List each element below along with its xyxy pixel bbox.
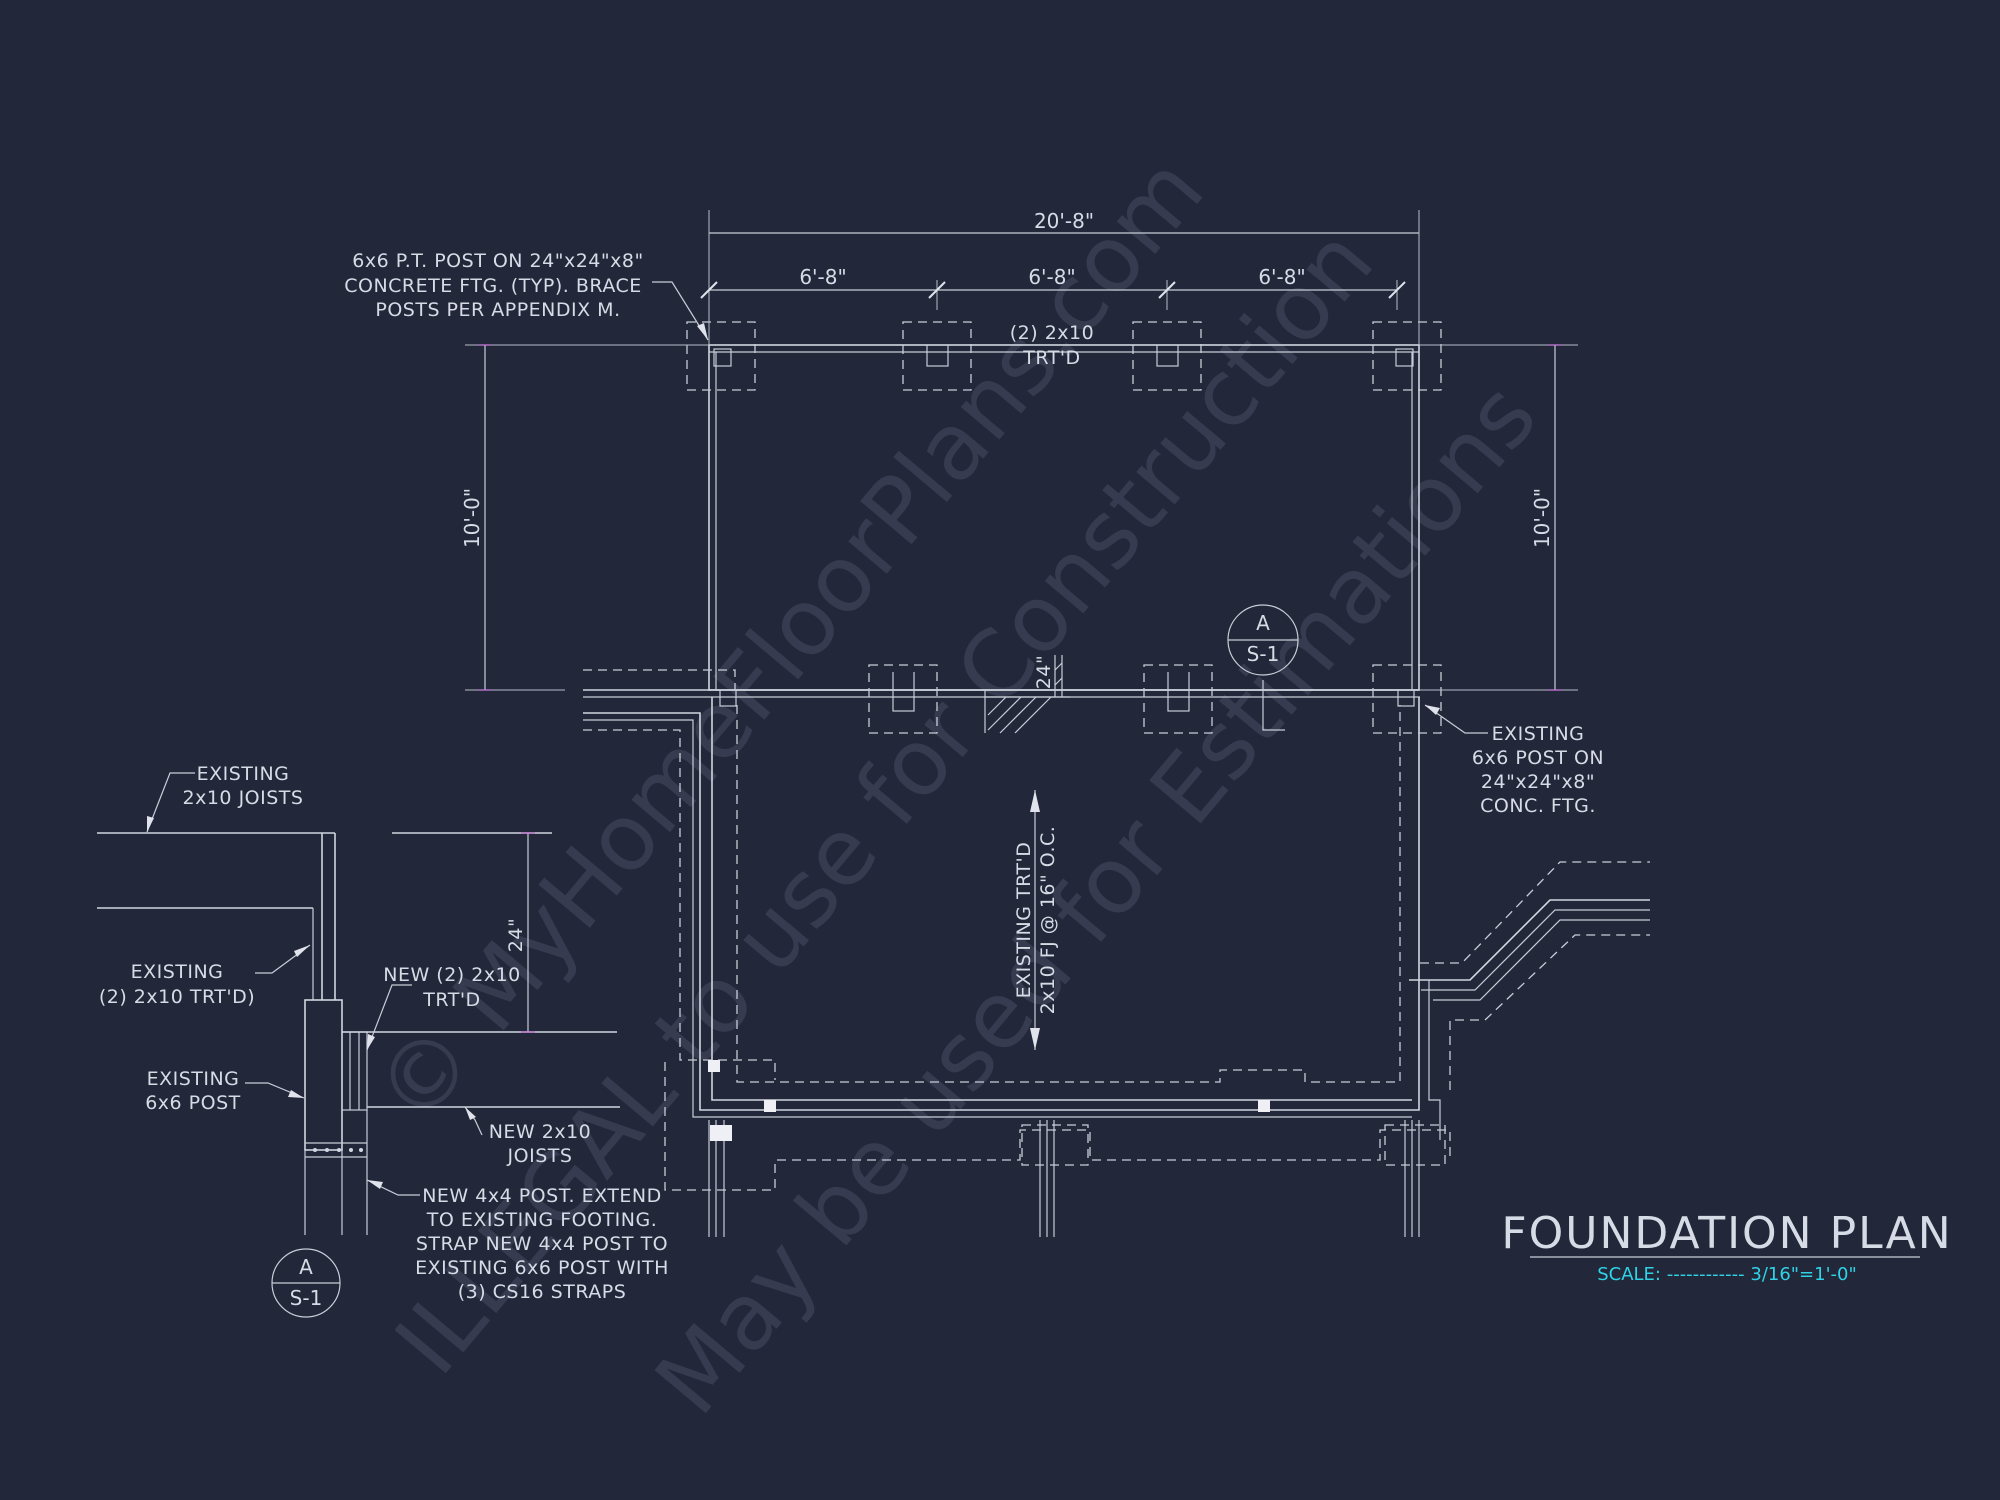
title-block: FOUNDATION PLAN SCALE: ------------ 3/16… [1501,1208,1952,1285]
detail-post-line-2: 6x6 POST [145,1092,241,1114]
detail-beam-line-2: (2) 2x10 TRT'D) [99,986,255,1008]
detail-new-post-line-1: NEW 4x4 POST. EXTEND [422,1185,662,1207]
stair-run-1 [1409,899,1650,981]
drawing-scale: SCALE: ------------ 3/16"=1'-0" [1597,1264,1857,1285]
note-existing-post-line-1: EXISTING [1492,723,1585,745]
joist-span-arrow [1030,790,1040,1050]
dim-bay-1: 6'-8" [799,265,846,289]
note-existing-post-line-4: CONC. FTG. [1480,795,1596,817]
detail-new-joists-line-1: NEW 2x10 [489,1121,592,1143]
dim-step: 24" [1033,655,1055,689]
step-hatch [984,655,1070,734]
existing-post-block [1258,1100,1270,1112]
existing-post-block [710,1125,732,1141]
note-post-typ-line-1: 6x6 P.T. POST ON 24"x24"x8" [352,250,643,272]
dim-right-depth: 10'-0" [1530,488,1554,548]
detail-new-joists-line-2: JOISTS [507,1145,573,1167]
section-marker-letter: A [1256,611,1270,635]
section-marker-sheet: S-1 [1247,642,1280,666]
detail-new-post-line-2: TO EXISTING FOOTING. [426,1209,658,1231]
stair-run-2 [1421,909,1650,991]
note-post-typ-line-2: CONCRETE FTG. (TYP). BRACE [344,275,642,297]
detail-marker-sheet: S-1 [290,1286,323,1310]
dim-bay-2: 6'-8" [1028,265,1075,289]
note-post-typ-line-3: POSTS PER APPENDIX M. [375,299,620,321]
detail-new-beam-line-1: NEW (2) 2x10 [383,964,521,986]
detail-new-post-line-5: (3) CS16 STRAPS [458,1281,627,1303]
note-joists-line-1: EXISTING TRT'D [1013,842,1035,999]
dim-detail-height: 24" [505,918,527,952]
plan-linework [583,321,1650,1237]
detail-new-post-line-3: STRAP NEW 4x4 POST TO [416,1233,668,1255]
existing-deck-inner [583,719,1412,1118]
stair-run-dashed-2 [1449,934,1650,1090]
section-detail [97,772,620,1318]
drawing-title: FOUNDATION PLAN [1501,1208,1952,1259]
detail-beam-line-1: EXISTING [131,961,224,983]
detail-new-post-line-4: EXISTING 6x6 POST WITH [415,1257,669,1279]
existing-house-dashed-2 [583,705,1401,1083]
stair-run-3 [1433,919,1650,1001]
note-beam-line-2: TRT'D [1022,347,1080,369]
detail-post-line-1: EXISTING [147,1068,240,1090]
note-existing-post-line-2: 6x6 POST ON [1472,747,1604,769]
detail-joists-line-1: EXISTING [197,763,290,785]
detail-marker-letter: A [299,1255,313,1279]
dimension-lines [465,210,1578,691]
note-joists-line-2: 2x10 FJ @ 16" O.C. [1037,826,1059,1015]
existing-post-block [764,1100,776,1112]
detail-joists-line-2: 2x10 JOISTS [183,787,304,809]
existing-house-dashed-3 [664,1062,1451,1191]
dim-bay-3: 6'-8" [1258,265,1305,289]
detail-new-beam-line-2: TRT'D [422,989,480,1011]
existing-post-block [708,1060,720,1072]
existing-deck-inner-2 [711,697,1412,1101]
dim-overall-width: 20'-8" [1034,209,1094,233]
dim-left-depth: 10'-0" [460,488,484,548]
note-existing-post-line-3: 24"x24"x8" [1481,771,1595,793]
note-beam-line-1: (2) 2x10 [1010,322,1094,344]
leader-lines [652,281,1488,734]
new-post-footings [686,321,1442,391]
section-marker: A S-1 [1227,604,1299,676]
stair-run-4 [1428,980,1441,1140]
stair-run-dashed-1 [1420,861,1650,964]
existing-post-footings [719,664,1442,734]
existing-house-dashed-1 [583,669,736,690]
